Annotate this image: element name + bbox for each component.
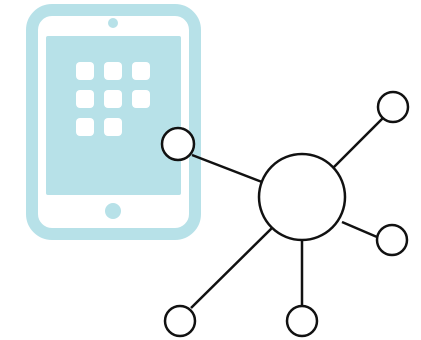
tablet-icon [26,4,201,240]
connector-line [191,153,263,184]
connector-line [333,117,384,168]
app-tile [104,90,122,108]
connector-line [190,225,275,309]
hub-node [257,152,347,242]
satellite-node [285,304,319,338]
connector-line [341,220,378,239]
app-tile [132,62,150,80]
tablet-home-button [105,203,121,219]
tablet-screen [46,36,181,195]
app-tile [76,118,94,136]
tablet-frame [26,4,201,240]
satellite-node [160,126,196,162]
satellite-node [376,90,410,124]
app-tile [104,118,122,136]
app-grid [76,62,150,136]
app-tile [76,62,94,80]
tablet-camera [108,18,118,28]
satellite-node [375,223,409,257]
network-hub-icon [160,90,410,338]
app-tile [132,90,150,108]
app-tile [104,62,122,80]
satellite-node [163,304,197,338]
app-tile [76,90,94,108]
